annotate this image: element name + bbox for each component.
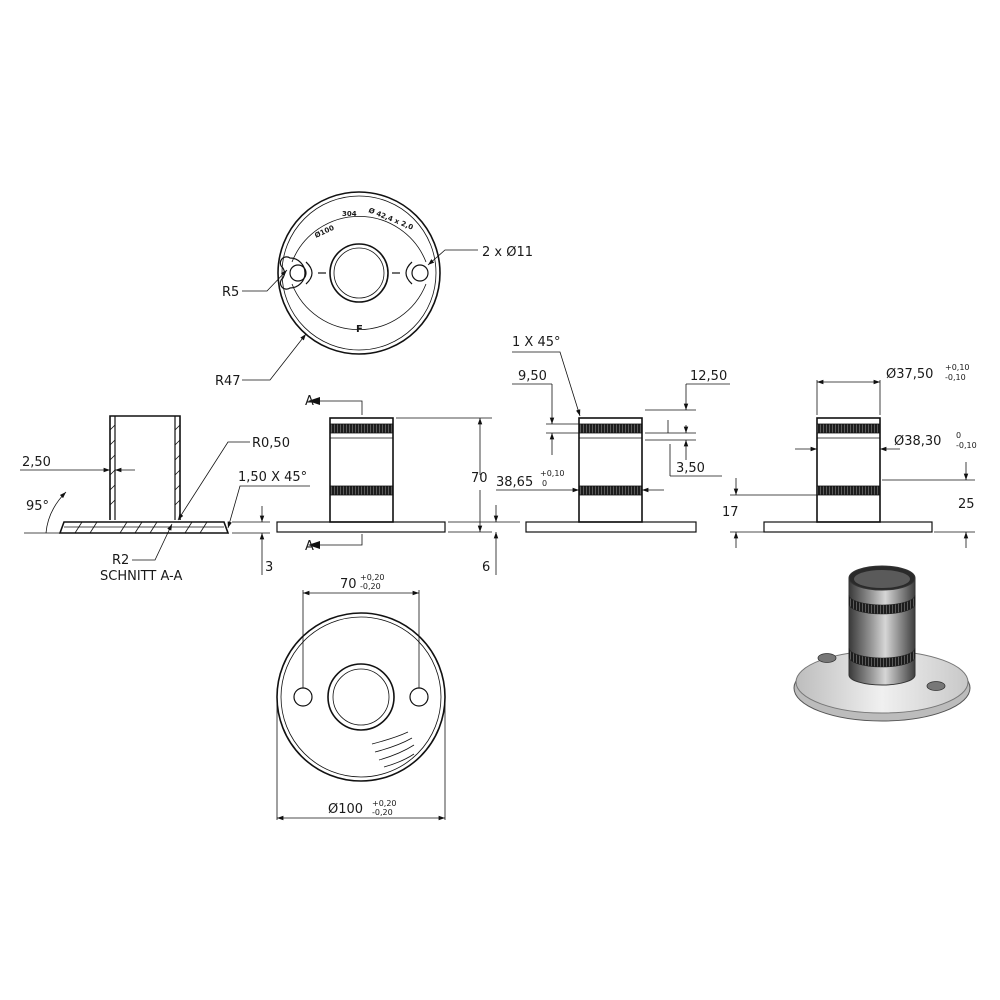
left-hole <box>289 264 307 282</box>
lower-groove <box>291 283 427 330</box>
label-inner-dia: Ø38,30 <box>894 434 941 449</box>
label-spacing: 70 <box>340 577 357 592</box>
side-view: 1 X 45° 9,50 12,50 3,50 38,65 +0,10 0 <box>496 335 730 533</box>
holes-leader <box>427 249 478 266</box>
label-angle: 95° <box>26 499 49 514</box>
spacing-tol-upper: +0,20 <box>360 573 385 582</box>
label-side-chamfer: 1 X 45° <box>512 335 560 350</box>
section-arrow-bottom <box>308 541 320 549</box>
label-h-low: 17 <box>722 505 739 520</box>
iso-tube-bore <box>854 570 910 588</box>
plate-hatching <box>74 521 208 534</box>
engraving-mark: F <box>356 324 363 335</box>
wall-hatching <box>109 424 181 506</box>
label-groove-dia: 38,65 <box>496 475 533 490</box>
section-marker-bottom <box>320 534 363 546</box>
front-plate <box>276 521 446 533</box>
r5-leader <box>242 269 288 292</box>
plate-section <box>58 521 230 534</box>
label-r5: R5 <box>222 285 239 300</box>
angle-arc <box>45 491 67 534</box>
groove-tol-lower: 0 <box>542 479 547 488</box>
label-diameter: Ø100 <box>328 802 363 817</box>
label-radius-bottom: R2 <box>112 553 129 568</box>
bottom-plate-chamfer <box>280 616 442 778</box>
bottom-hole-right <box>409 687 429 707</box>
bottom-hole-left <box>293 687 313 707</box>
isometric-render <box>793 565 971 722</box>
inner-tol-lower: -0,10 <box>956 441 977 450</box>
right-hole-rim <box>405 261 413 285</box>
engraving-material: 304 <box>342 210 357 218</box>
section-label-bottom: A <box>305 539 314 554</box>
brushed-marks <box>371 731 415 768</box>
section-label-top: A <box>305 394 314 409</box>
right-view: Ø37,50 +0,10 -0,10 Ø38,30 0 -0,10 17 25 <box>722 363 977 548</box>
groove-tol-upper: +0,10 <box>540 469 565 478</box>
front-view: A A 70 6 <box>276 394 520 575</box>
front-knurl-bottom <box>329 485 394 496</box>
label-radius-top: R0,50 <box>252 436 290 451</box>
tube-outer <box>329 243 389 303</box>
bottom-tube-outer <box>327 663 395 731</box>
iso-hole-right <box>926 681 946 691</box>
top-view: Ø100 304 Ø 42,4 x 2,0 F R5 R47 2 x Ø11 <box>215 191 533 389</box>
side-tube <box>578 417 643 523</box>
right-knurl-top <box>816 423 881 434</box>
iso-hole-left <box>817 653 837 663</box>
r47-leader <box>242 333 307 381</box>
side-plate <box>525 521 697 533</box>
right-tube <box>816 417 881 523</box>
diameter-tol-lower: -0,20 <box>372 808 393 817</box>
outer-tol-lower: -0,10 <box>945 373 966 382</box>
chamfer-leader <box>227 485 310 529</box>
iso-tube-body <box>848 577 916 686</box>
section-view: 2,50 R0,50 1,50 X 45° 95° R2 SCHNITT A-A… <box>20 415 310 584</box>
section-arrow-top <box>308 397 320 405</box>
label-height: 70 <box>471 471 488 486</box>
tube-outline <box>109 415 181 520</box>
diameter-tol-upper: +0,20 <box>372 799 397 808</box>
label-chamfer: 1,50 X 45° <box>238 470 307 485</box>
bottom-plate-outline <box>276 612 446 782</box>
left-hole-rim <box>305 261 313 285</box>
engraving-diameter: Ø100 <box>313 224 335 240</box>
upper-groove <box>291 216 427 263</box>
plate-outline <box>277 191 441 355</box>
section-marker-top <box>320 400 363 415</box>
right-plate <box>763 521 933 533</box>
bottom-view: 70 +0,20 -0,20 Ø100 +0,20 -0,20 <box>276 573 446 821</box>
label-wall: 2,50 <box>22 455 51 470</box>
left-slot-relief <box>279 256 306 290</box>
front-knurl-top <box>329 423 394 434</box>
label-h1: 9,50 <box>518 369 547 384</box>
label-h-mid: 25 <box>958 497 975 512</box>
label-plate: 6 <box>482 560 490 575</box>
label-h2: 12,50 <box>690 369 727 384</box>
label-r47: R47 <box>215 374 241 389</box>
section-title: SCHNITT A-A <box>100 569 182 584</box>
spacing-tol-lower: -0,20 <box>360 582 381 591</box>
front-tube <box>329 417 394 523</box>
inner-tol-upper: 0 <box>956 431 961 440</box>
tube-inner <box>333 247 385 299</box>
right-hole <box>411 264 429 282</box>
side-knurl-bottom <box>578 485 643 496</box>
iso-knurl-top <box>848 594 916 615</box>
iso-knurl-bottom <box>848 647 916 668</box>
label-outer-dia: Ø37,50 <box>886 367 933 382</box>
label-thickness: 3 <box>265 560 273 575</box>
r2-leader <box>132 523 173 561</box>
outer-tol-upper: +0,10 <box>945 363 970 372</box>
r050-leader <box>177 441 250 521</box>
side-chamfer-leader <box>512 351 581 417</box>
right-knurl-bottom <box>816 485 881 496</box>
side-knurl-top <box>578 423 643 434</box>
engraving-tube: Ø 42,4 x 2,0 <box>367 206 414 231</box>
label-holes: 2 x Ø11 <box>482 245 533 260</box>
label-h3: 3,50 <box>676 461 705 476</box>
bottom-tube-inner <box>332 668 390 726</box>
